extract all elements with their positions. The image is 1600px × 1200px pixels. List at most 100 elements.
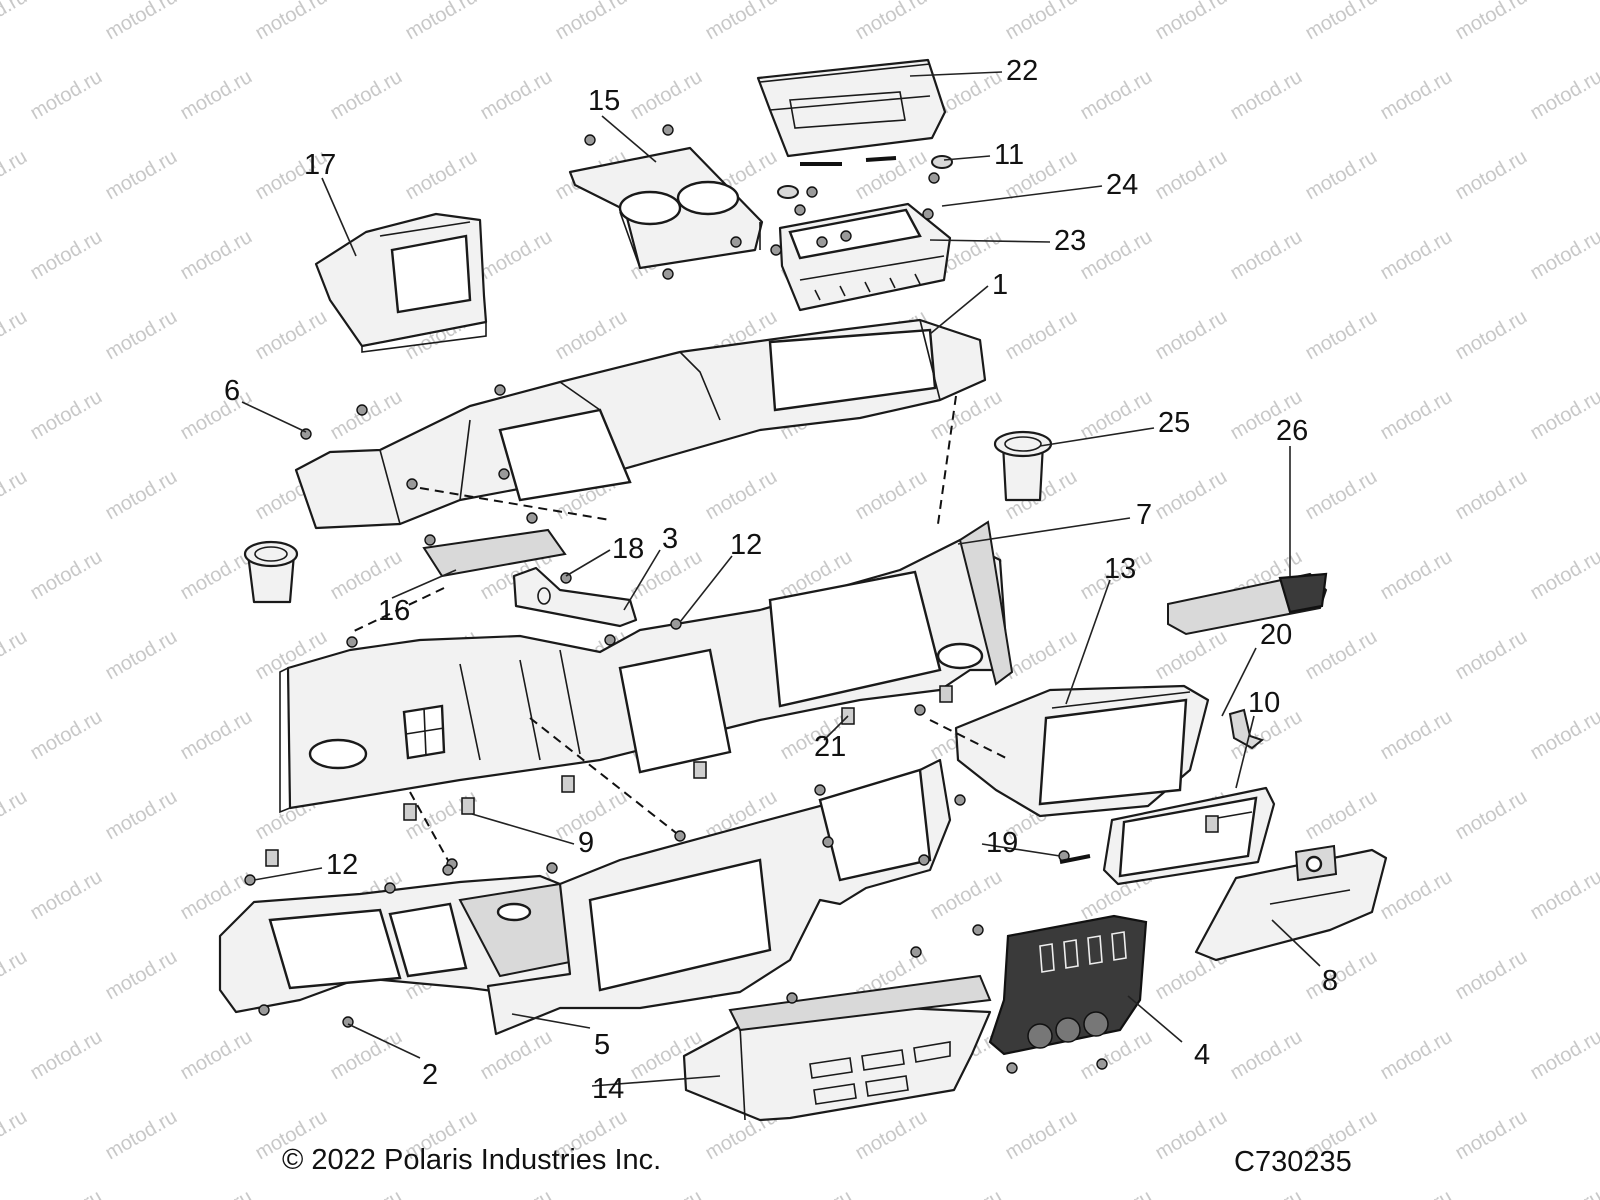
watermark-text: motod.ru xyxy=(327,66,406,125)
watermark-text: motod.ru xyxy=(252,306,331,365)
watermark-text: motod.ru xyxy=(177,706,256,765)
leader-line xyxy=(981,843,1061,857)
retainer-clip xyxy=(1205,815,1219,833)
fastener-group xyxy=(244,124,1219,1074)
watermark-text: motod.ru xyxy=(102,946,181,1005)
callout-22: 22 xyxy=(1006,55,1038,87)
screw-fastener xyxy=(840,230,852,242)
watermark-text: motod.ru xyxy=(177,1026,256,1085)
part-23-storage-bin xyxy=(778,202,952,312)
watermark-text: motod.ru xyxy=(327,386,406,445)
watermark-text: motod.ru xyxy=(777,1186,856,1200)
watermark-text: motod.ru xyxy=(27,386,106,445)
watermark-text: motod.ru xyxy=(27,866,106,925)
watermark-text: motod.ru xyxy=(477,66,556,125)
screw-fastener xyxy=(918,854,930,866)
watermark-text: motod.ru xyxy=(252,0,331,44)
watermark-text: motod.ru xyxy=(627,66,706,125)
watermark-text: motod.ru xyxy=(0,466,31,525)
screw-fastener xyxy=(1096,1058,1108,1070)
screw-fastener xyxy=(954,794,966,806)
part-1-upper-dash xyxy=(294,318,987,530)
callout-21: 21 xyxy=(814,731,846,763)
watermark-text: motod.ru xyxy=(0,786,31,845)
screw-fastener xyxy=(730,236,742,248)
watermark-text: motod.ru xyxy=(1452,466,1531,525)
callout-12b: 12 xyxy=(326,849,358,881)
watermark-text: motod.ru xyxy=(702,466,781,525)
part-14-lower-vent-panel xyxy=(682,974,992,1122)
leader-line xyxy=(823,715,849,741)
watermark-text: motod.ru xyxy=(1152,0,1231,44)
watermark-text: motod.ru xyxy=(0,946,31,1005)
watermark-text: motod.ru xyxy=(1002,0,1081,44)
drawing-number: C730235 xyxy=(1234,1146,1352,1178)
watermark-text: motod.ru xyxy=(1377,1026,1456,1085)
callout-11: 11 xyxy=(994,139,1024,171)
watermark-text: motod.ru xyxy=(402,146,481,205)
watermark-text: motod.ru xyxy=(852,466,931,525)
watermark-text: motod.ru xyxy=(1527,226,1600,285)
callout-13: 13 xyxy=(1104,553,1136,585)
watermark-text: motod.ru xyxy=(1377,386,1456,445)
leader-line xyxy=(565,549,611,577)
screw-fastener xyxy=(424,534,436,546)
screw-fastener xyxy=(442,864,454,876)
callout-26: 26 xyxy=(1276,415,1308,447)
screw-fastener xyxy=(662,124,674,136)
watermark-text: motod.ru xyxy=(477,1026,556,1085)
screw-fastener xyxy=(498,468,510,480)
watermark-text: motod.ru xyxy=(702,0,781,44)
watermark-text: motod.ru xyxy=(1452,146,1531,205)
watermark-text: motod.ru xyxy=(102,146,181,205)
screw-fastener xyxy=(794,204,806,216)
callout-17: 17 xyxy=(304,149,336,181)
callout-23: 23 xyxy=(1054,225,1086,257)
screw-fastener xyxy=(1006,1062,1018,1074)
watermark-text: motod.ru xyxy=(102,786,181,845)
screw-fastener xyxy=(244,874,256,886)
callout-25: 25 xyxy=(1158,407,1190,439)
bolt-fastener xyxy=(1059,854,1091,864)
callout-12a: 12 xyxy=(730,529,762,561)
watermark-text: motod.ru xyxy=(0,1106,31,1165)
retainer-clip xyxy=(265,849,279,867)
watermark-text: motod.ru xyxy=(1302,0,1381,44)
watermark-text: motod.ru xyxy=(1302,946,1381,1005)
watermark-text: motod.ru xyxy=(1527,1186,1600,1200)
leader-line xyxy=(601,115,657,163)
watermark-text: motod.ru xyxy=(1077,66,1156,125)
leader-line xyxy=(941,185,1103,207)
retainer-clip xyxy=(561,775,575,793)
watermark-text: motod.ru xyxy=(1152,466,1231,525)
screw-fastener xyxy=(806,186,818,198)
retainer-clip xyxy=(693,761,707,779)
bolt-fastener xyxy=(865,156,897,162)
callout-1: 1 xyxy=(992,269,1008,301)
watermark-text: motod.ru xyxy=(927,866,1006,925)
watermark-text: motod.ru xyxy=(852,0,931,44)
screw-fastener xyxy=(914,704,926,716)
leader-line xyxy=(471,813,575,845)
screw-fastener xyxy=(674,830,686,842)
watermark-text: motod.ru xyxy=(1002,306,1081,365)
watermark-text: motod.ru xyxy=(0,146,31,205)
screw-fastener xyxy=(346,636,358,648)
part-5-lower-frame xyxy=(486,758,952,1036)
copyright-notice: © 2022 Polaris Industries Inc. xyxy=(282,1144,662,1176)
watermark-text: motod.ru xyxy=(552,0,631,44)
leader-line xyxy=(1221,647,1257,717)
watermark-text: motod.ru xyxy=(1377,1186,1456,1200)
callout-labels: 1 2 3 4 5 6 7 8 9 10 11 12 12 13 14 15 1… xyxy=(224,55,1338,1105)
watermark-text: motod.ru xyxy=(1377,66,1456,125)
watermark-text: motod.ru xyxy=(1152,146,1231,205)
watermark-text: motod.ru xyxy=(1302,626,1381,685)
callout-14: 14 xyxy=(592,1073,624,1105)
leader-line xyxy=(321,177,357,257)
watermark-text: motod.ru xyxy=(27,226,106,285)
watermark-text: motod.ru xyxy=(102,466,181,525)
screw-fastener xyxy=(494,384,506,396)
watermark-text: motod.ru xyxy=(552,306,631,365)
callout-18: 18 xyxy=(612,533,644,565)
